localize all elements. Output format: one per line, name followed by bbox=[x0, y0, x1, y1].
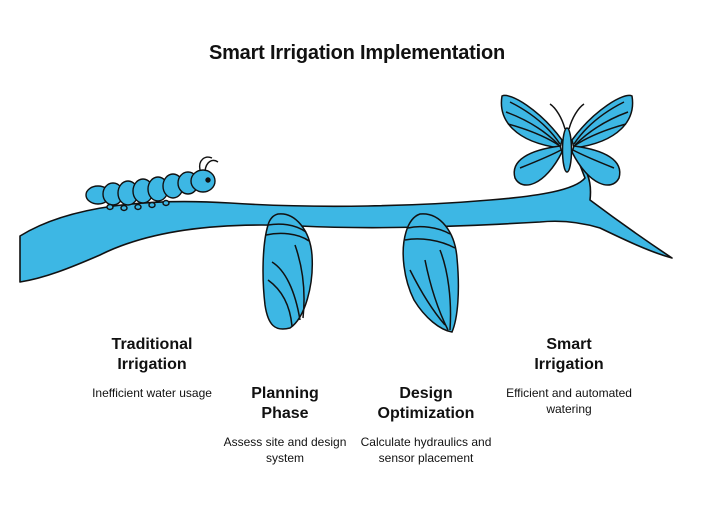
stage-planning-phase: Planning Phase Assess site and design sy… bbox=[218, 384, 352, 466]
stage-heading-line1: Planning bbox=[251, 385, 319, 402]
stage-heading-line1: Design bbox=[399, 385, 453, 402]
stage-heading-line2: Optimization bbox=[377, 405, 475, 422]
stage-description: Assess site and design system bbox=[223, 435, 347, 465]
stage-design-optimization: Design Optimization Calculate hydraulics… bbox=[358, 384, 494, 466]
stage-smart-irrigation: Smart Irrigation Efficient and automated… bbox=[494, 335, 644, 417]
chrysalis-icon bbox=[402, 213, 460, 333]
diagram-title: Smart Irrigation Implementation bbox=[208, 42, 506, 64]
stage-description: Efficient and automated watering bbox=[506, 386, 632, 416]
stage-description: Inefficient water usage bbox=[92, 386, 212, 400]
stage-heading-line2: Irrigation bbox=[117, 356, 187, 373]
stage-heading-line1: Traditional bbox=[111, 336, 193, 353]
chrysalis-icon bbox=[262, 213, 314, 330]
stage-description: Calculate hydraulics and sensor placemen… bbox=[360, 435, 492, 465]
branch-icon bbox=[19, 159, 673, 283]
stage-heading-line2: Irrigation bbox=[534, 356, 604, 373]
butterfly-icon bbox=[500, 94, 634, 186]
stage-traditional-irrigation: Traditional Irrigation Inefficient water… bbox=[82, 335, 222, 401]
stage-heading-line1: Smart bbox=[546, 336, 592, 353]
stage-heading-line2: Phase bbox=[261, 405, 309, 422]
caterpillar-icon bbox=[85, 156, 219, 212]
